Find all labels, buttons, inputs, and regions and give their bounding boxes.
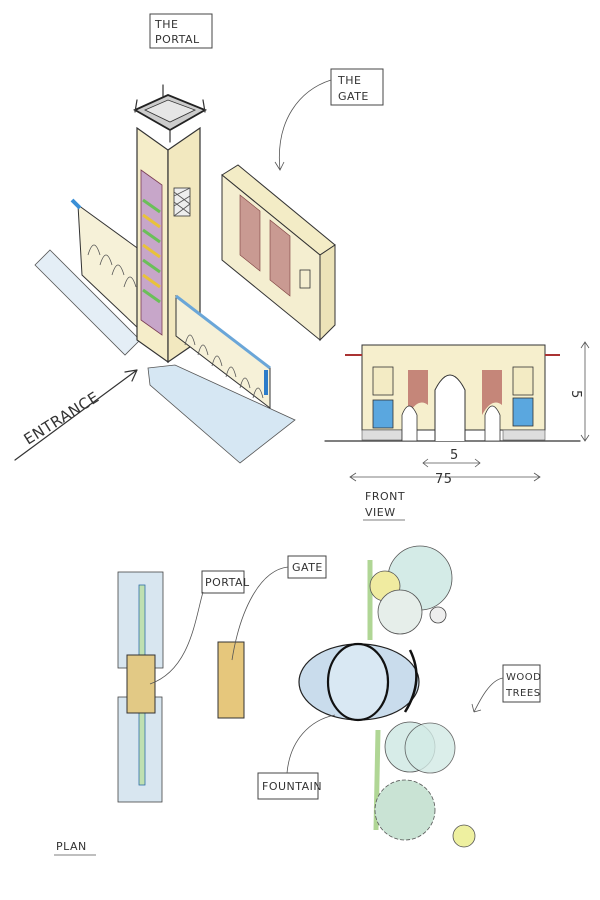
right-ground-plane bbox=[147, 364, 296, 464]
fountain-label-box bbox=[257, 772, 319, 800]
gate-title-line2: GATE bbox=[338, 90, 369, 103]
plan-portal-label-box bbox=[201, 570, 245, 594]
blue-door-left bbox=[372, 399, 394, 429]
gate-title-box bbox=[330, 68, 384, 106]
plan-gate bbox=[217, 641, 245, 719]
entrance-label: ENTRANCE bbox=[21, 388, 103, 448]
tree bbox=[404, 722, 456, 774]
tree bbox=[452, 824, 476, 848]
isometric-view: THE PORTAL THE GATE ENTRANCE bbox=[14, 13, 384, 464]
tree bbox=[374, 779, 436, 841]
fountain-label: FOUNTAIN bbox=[262, 780, 322, 793]
tree bbox=[377, 589, 423, 635]
arch-width-dimension: 5 bbox=[450, 448, 459, 463]
gate-title-line1: THE bbox=[337, 74, 361, 87]
plan-label: PLAN bbox=[56, 840, 87, 853]
portal-title-line1: THE bbox=[154, 18, 178, 31]
front-view-label-line1: FRONT bbox=[365, 490, 405, 503]
front-view-label-line2: VIEW bbox=[365, 506, 396, 519]
wood-trees-label-line1: WOOD bbox=[506, 672, 541, 683]
tree bbox=[429, 606, 447, 624]
front-view: 5 75 5 FRONT VIEW bbox=[324, 341, 590, 521]
fountain-pool bbox=[326, 642, 390, 722]
portal-title-box bbox=[149, 13, 213, 49]
portal-title-line2: PORTAL bbox=[155, 33, 200, 46]
plan-gate-label: GATE bbox=[292, 561, 323, 574]
wood-trees-label-line2: TREES bbox=[505, 688, 541, 699]
gate-leader-arrow bbox=[274, 79, 332, 171]
total-width-dimension: 75 bbox=[435, 472, 453, 487]
left-ground-plane bbox=[34, 249, 141, 356]
plan-portal-label: PORTAL bbox=[205, 576, 250, 589]
wood-trees-label-box bbox=[502, 664, 541, 703]
blue-door-right bbox=[512, 397, 534, 427]
entrance-arrow bbox=[14, 369, 138, 461]
height-dimension: 5 bbox=[568, 390, 583, 399]
central-arch bbox=[434, 374, 466, 441]
plan-view: PORTAL GATE FOUNTAIN WOOD TREES PLAN bbox=[54, 545, 541, 856]
